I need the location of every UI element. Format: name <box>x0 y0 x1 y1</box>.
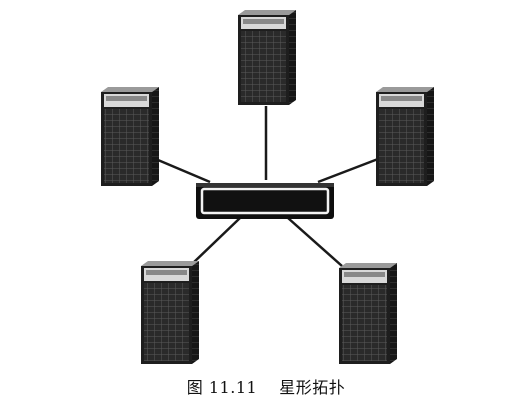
figure-number: 图 11.11 <box>186 378 258 397</box>
server-upper-left <box>101 87 159 186</box>
server-lower-left <box>141 261 199 364</box>
link-lower-right <box>287 217 343 267</box>
figure-title: 星形拓扑 <box>279 378 346 397</box>
hub-switch <box>196 183 334 219</box>
figure-caption: 图 11.11 星形拓扑 <box>0 374 532 398</box>
link-upper-right <box>317 157 379 184</box>
server-upper-right <box>376 87 434 186</box>
link-lower-left <box>191 217 241 265</box>
server-top <box>238 10 296 105</box>
star-topology-diagram <box>101 10 434 364</box>
links <box>157 106 379 267</box>
link-upper-left <box>157 158 211 184</box>
server-lower-right <box>339 263 397 364</box>
